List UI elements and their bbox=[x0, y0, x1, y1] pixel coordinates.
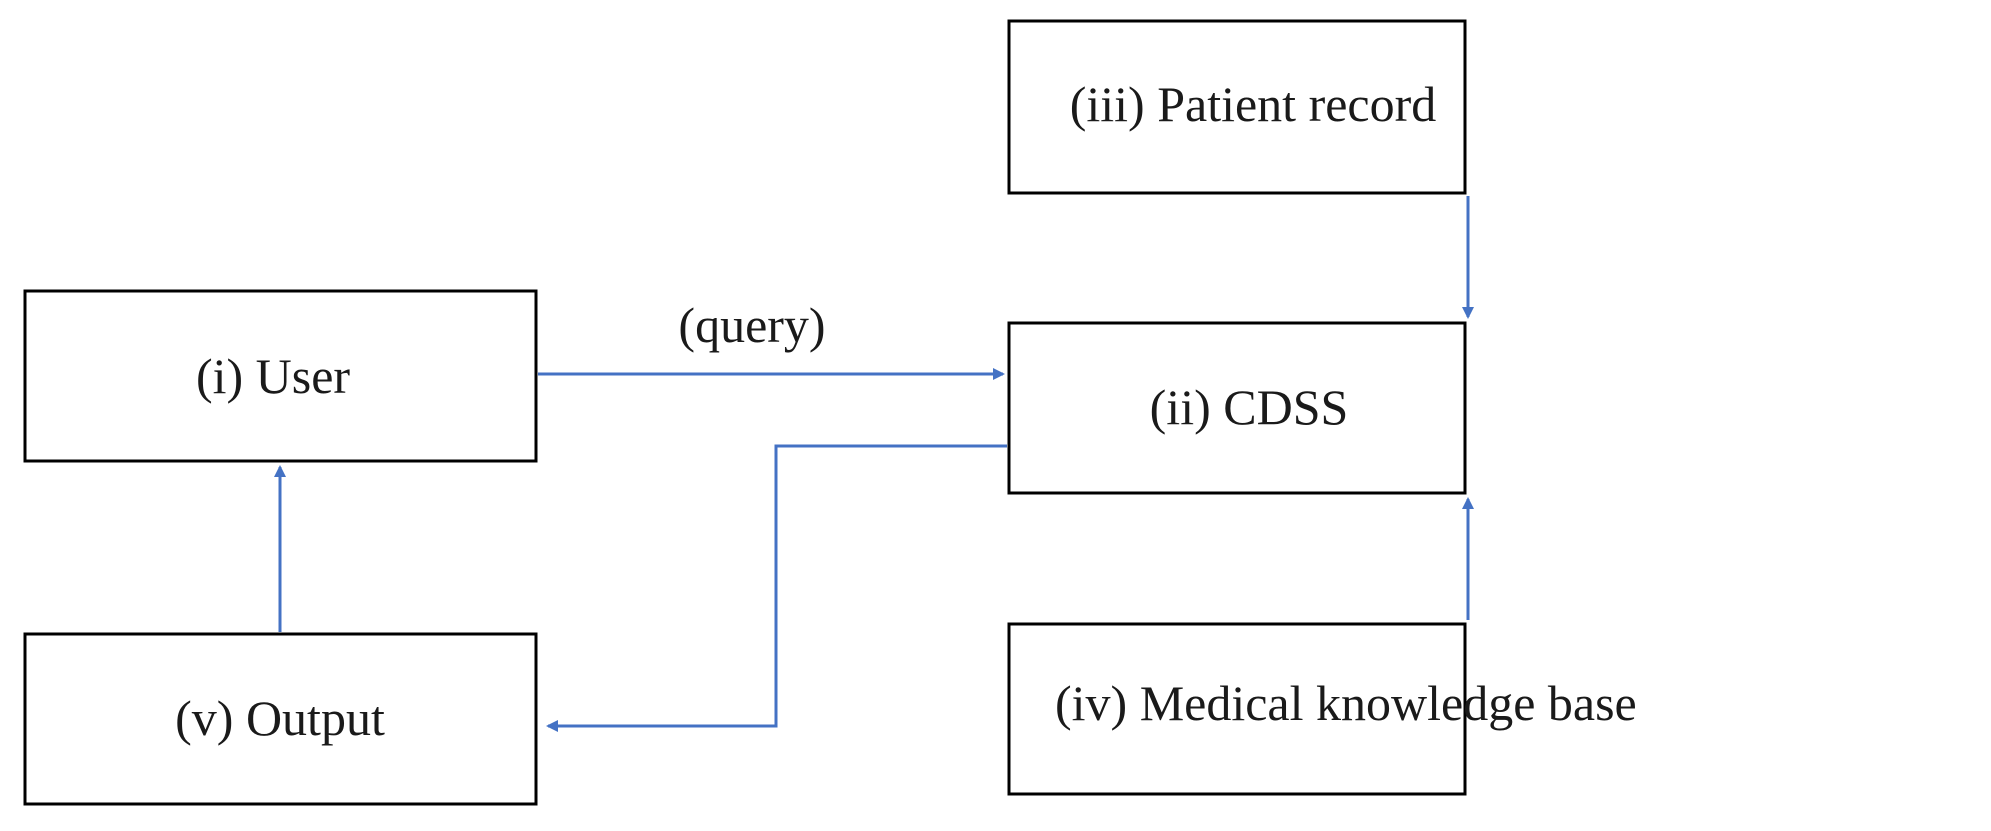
node-knowledge-base-label: (iv) Medical knowledge base bbox=[1055, 675, 1637, 731]
node-user: (i) User bbox=[23, 289, 538, 463]
node-patient-record-label: (iii) Patient record bbox=[1070, 76, 1437, 132]
node-patient-record-box bbox=[1007, 19, 1467, 195]
node-output-box bbox=[23, 632, 538, 806]
node-user-label: (i) User bbox=[196, 348, 350, 404]
node-patient-record: (iii) Patient record bbox=[1007, 19, 1467, 195]
node-output: (v) Output bbox=[23, 632, 538, 806]
node-output-label: (v) Output bbox=[175, 690, 385, 746]
node-user-box bbox=[23, 289, 538, 463]
edge-query-label: (query) bbox=[678, 297, 825, 353]
node-knowledge-base: (iv) Medical knowledge base bbox=[1007, 622, 1637, 796]
node-cdss-box bbox=[1007, 321, 1467, 495]
node-cdss-label: (ii) CDSS bbox=[1150, 379, 1349, 435]
edge-cdss-to-output bbox=[546, 444, 1007, 732]
node-knowledge-base-box bbox=[1007, 622, 1467, 796]
node-cdss: (ii) CDSS bbox=[1007, 321, 1467, 495]
